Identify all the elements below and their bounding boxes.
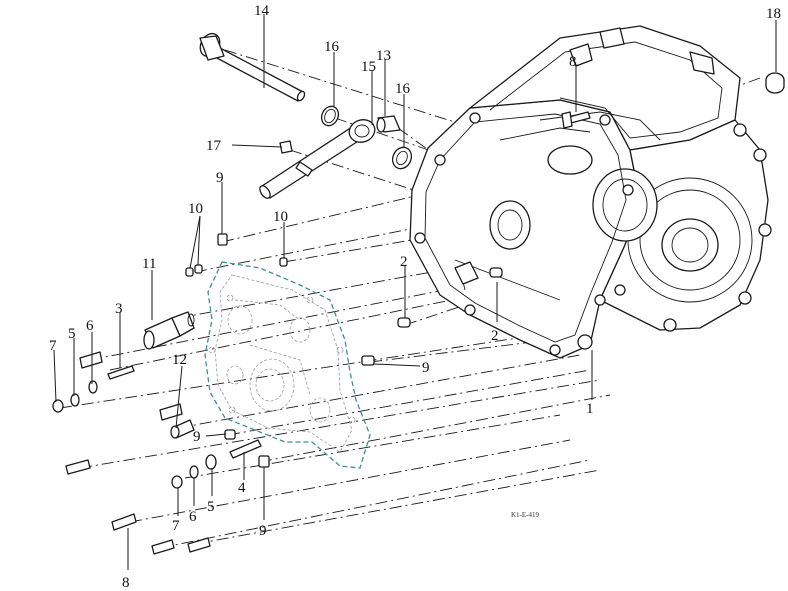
callout-6a: 6 xyxy=(86,318,94,334)
callout-6b: 6 xyxy=(189,509,197,525)
part-9-pins xyxy=(217,233,375,468)
part-17-plug xyxy=(279,140,293,154)
part-8-bolts-lower xyxy=(111,513,211,555)
callout-9b: 9 xyxy=(422,360,430,376)
part-7-6-5-lower-group xyxy=(171,454,217,489)
part-12-bolts xyxy=(159,403,195,439)
part-13-bushing xyxy=(376,115,401,133)
callout-5a: 5 xyxy=(68,326,76,342)
part-11-sensor xyxy=(143,311,195,350)
callout-10b: 10 xyxy=(273,209,288,225)
callout-3: 3 xyxy=(115,301,123,317)
part-4-pin xyxy=(229,439,262,459)
callout-16b: 16 xyxy=(395,81,411,97)
callout-13: 13 xyxy=(376,48,391,64)
drawing-reference: K1-E-419 xyxy=(511,511,539,519)
callout-8b: 8 xyxy=(122,575,130,591)
callout-1: 1 xyxy=(586,401,594,417)
callout-12: 12 xyxy=(172,352,187,368)
callout-18: 18 xyxy=(766,6,781,22)
part-8-bolt-mid xyxy=(65,459,91,475)
callout-5b: 5 xyxy=(207,499,215,515)
callout-10a: 10 xyxy=(188,201,203,217)
callout-9d: 9 xyxy=(259,523,267,539)
part-6-5-7-upper-group xyxy=(52,351,103,413)
callout-9c: 9 xyxy=(193,429,201,445)
callout-8a: 8 xyxy=(569,54,577,70)
part-2-dowels xyxy=(397,267,503,328)
callout-17: 17 xyxy=(206,138,222,154)
callout-11: 11 xyxy=(142,256,156,272)
callout-9a: 9 xyxy=(216,170,224,186)
part-10-dowels xyxy=(185,257,288,277)
callout-labels: 1 2 2 3 4 5 5 6 6 7 7 8 8 9 9 9 9 10 10 … xyxy=(49,3,781,591)
callout-7a: 7 xyxy=(49,338,57,354)
part-8-bolt-top xyxy=(561,111,591,129)
part-3-pin xyxy=(107,365,135,380)
part-15-shift-arm xyxy=(259,119,376,199)
callout-16a: 16 xyxy=(324,39,340,55)
callout-15: 15 xyxy=(361,59,376,75)
callout-14: 14 xyxy=(254,3,270,19)
transmission-housing xyxy=(409,25,772,359)
part-18-plug xyxy=(765,72,785,94)
part-14-shift-shaft xyxy=(199,32,306,102)
callout-2b: 2 xyxy=(491,328,499,344)
part-16-o-ring-lower xyxy=(391,146,413,170)
callout-2a: 2 xyxy=(400,254,408,270)
leader-lines xyxy=(53,14,777,570)
part-16-o-ring-upper xyxy=(320,105,340,127)
front-cover-plate xyxy=(204,261,371,469)
callout-4: 4 xyxy=(238,480,246,496)
callout-7b: 7 xyxy=(172,518,180,534)
